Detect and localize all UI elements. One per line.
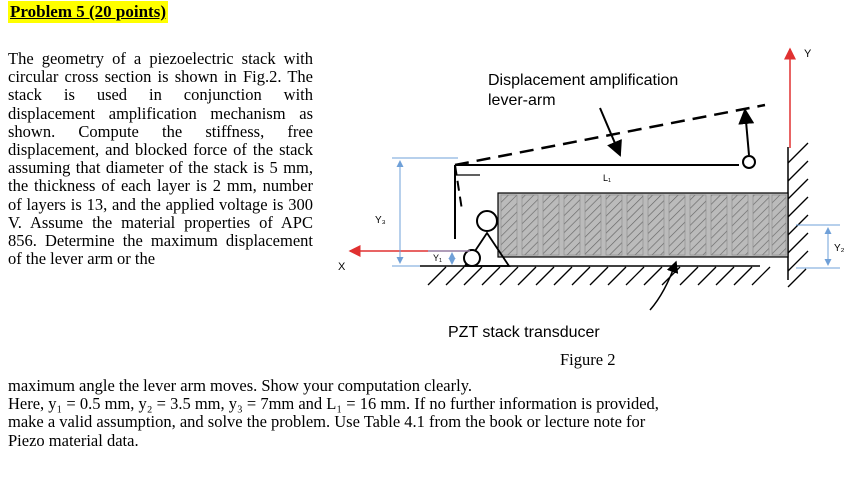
statement-line-1: maximum angle the lever arm moves. Show … xyxy=(8,376,473,395)
problem-statement-left: The geometry of a piezoelectric stack wi… xyxy=(8,49,313,269)
pivot-support xyxy=(463,231,511,267)
figure-caption: Figure 2 xyxy=(560,350,615,369)
stack-label: PZT stack transducer xyxy=(448,324,600,341)
stack-label-leader xyxy=(649,260,679,311)
dim-l1-label: L₁ xyxy=(603,173,611,183)
pivot-dashed-line xyxy=(454,164,463,211)
pivot-pin xyxy=(463,249,481,267)
lever-tip-joint xyxy=(742,155,756,169)
tip-displacement-arrow xyxy=(738,108,755,156)
lever-label-line-1: Displacement amplification xyxy=(488,72,678,89)
statement-line-2: Here, y₁ = 0.5 mm, y₂ = 3.5 mm, y₃ = 7mm… xyxy=(8,394,659,414)
ground-hatching xyxy=(420,265,771,286)
wall-hatching xyxy=(787,142,809,288)
dim-y2-label: Y₂ xyxy=(834,243,845,254)
dim-y1-label: Y₁ xyxy=(433,253,442,263)
lever-label-leader xyxy=(599,107,622,157)
pzt-stack xyxy=(497,192,789,258)
x-axis-label: X xyxy=(338,261,346,273)
lever-arm xyxy=(454,155,756,267)
lever-label-line-2: lever-arm xyxy=(488,92,556,109)
figure-2-diagram: Displacement amplification lever-arm PZT… xyxy=(338,47,845,369)
y-axis-label: Y xyxy=(804,48,812,60)
problem-statement-full-width: maximum angle the lever arm moves. Show … xyxy=(8,376,848,450)
rotated-lever-dashed xyxy=(454,103,766,167)
dim-y3-label: Y₃ xyxy=(375,215,386,226)
problem-title: Problem 5 (20 points) xyxy=(8,1,168,23)
statement-line-4: Piezo material data. xyxy=(8,430,139,450)
stack-contact-roller xyxy=(476,210,498,232)
statement-line-3: make a valid assumption, and solve the p… xyxy=(8,412,646,432)
